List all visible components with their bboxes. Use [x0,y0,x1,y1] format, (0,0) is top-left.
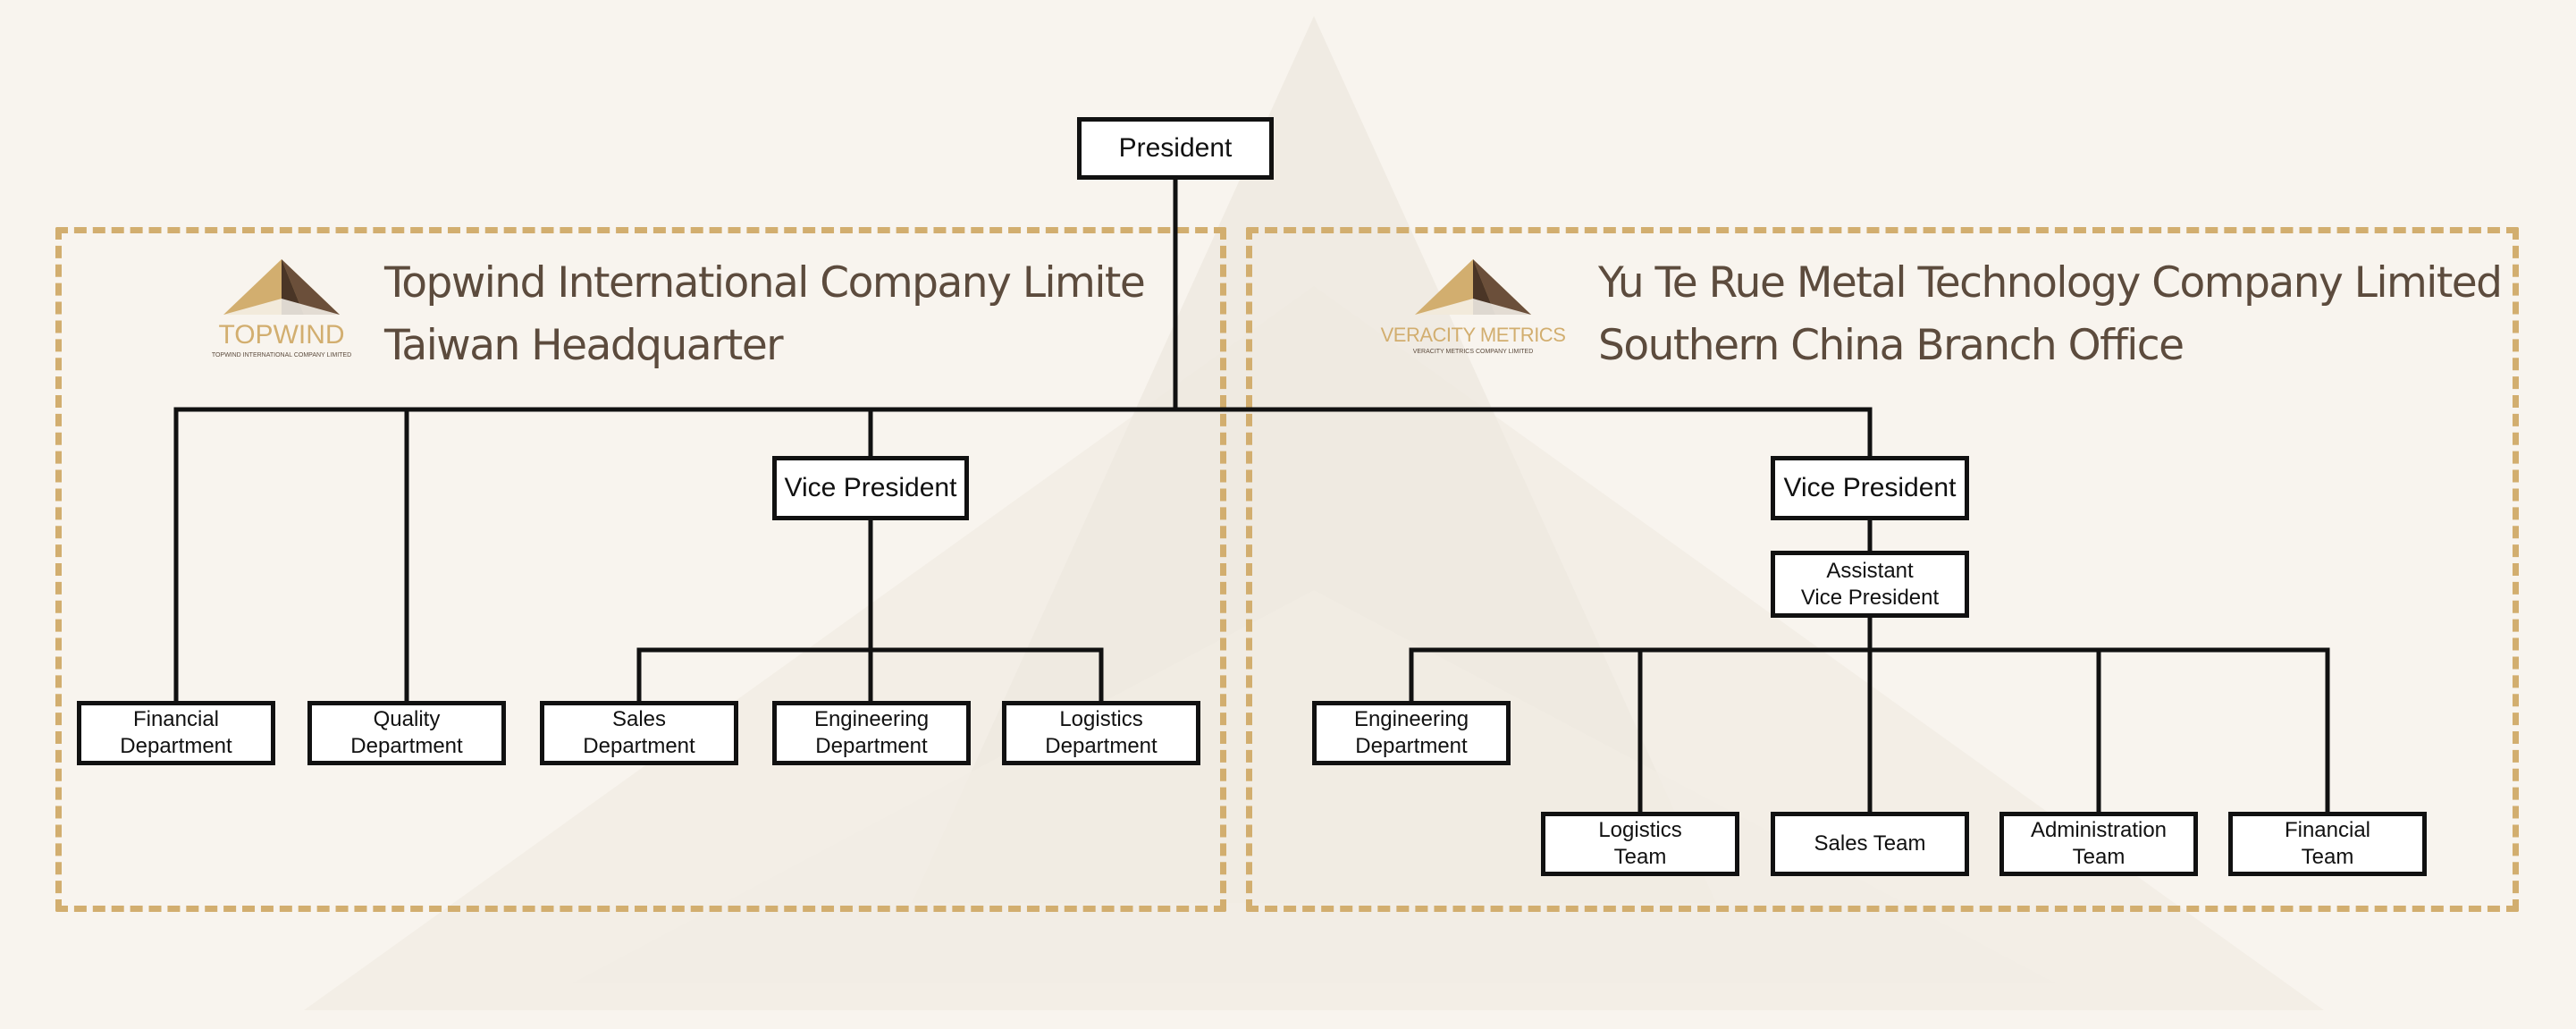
logistics-department-node: Logistics Department [1002,701,1200,765]
financial-department-node: Financial Department [77,701,275,765]
logo-tagline: TOPWIND INTERNATIONAL COMPANY LIMITED [211,352,352,358]
watermark-shape [572,590,2056,983]
southern-china-branch-region [1246,227,2519,912]
sales-department-node: Sales Department [540,701,738,765]
right-vice-president-node: Vice President [1771,456,1969,520]
topwind-logo: TOPWIND TOPWIND INTERNATIONAL COMPANY LI… [192,257,371,358]
taiwan-headquarter-region [55,227,1226,912]
sales-team-node: Sales Team [1771,812,1969,876]
engineering-department-node: Engineering Department [772,701,971,765]
financial-team-node: Financial Team [2228,812,2427,876]
quality-department-node: Quality Department [307,701,506,765]
president-node: President [1077,117,1274,180]
taiwan-headquarter-title: Topwind International Company Limite Tai… [384,252,1146,377]
mountain-logo-icon [1415,259,1531,315]
veracity-metrics-logo: VERACITY METRICS VERACITY METRICS COMPAN… [1368,257,1578,355]
mountain-logo-icon [223,259,340,315]
branch-engineering-department-node: Engineering Department [1312,701,1511,765]
administration-team-node: Administration Team [1999,812,2198,876]
logistics-team-node: Logistics Team [1541,812,1739,876]
logo-wordmark: VERACITY METRICS [1380,324,1566,346]
left-vice-president-node: Vice President [772,456,969,520]
company-name: Topwind International Company Limite [384,258,1146,308]
company-name: Yu Te Rue Metal Technology Company Limit… [1598,258,2503,308]
logo-tagline: VERACITY METRICS COMPANY LIMITED [1412,349,1534,355]
president-label: President [1118,133,1233,164]
assistant-vice-president-node: Assistant Vice President [1771,551,1969,618]
office-name: Southern China Branch Office [1598,321,2185,370]
office-name: Taiwan Headquarter [384,321,784,370]
logo-wordmark: TOPWIND [218,320,345,350]
southern-china-branch-title: Yu Te Rue Metal Technology Company Limit… [1598,252,2503,377]
